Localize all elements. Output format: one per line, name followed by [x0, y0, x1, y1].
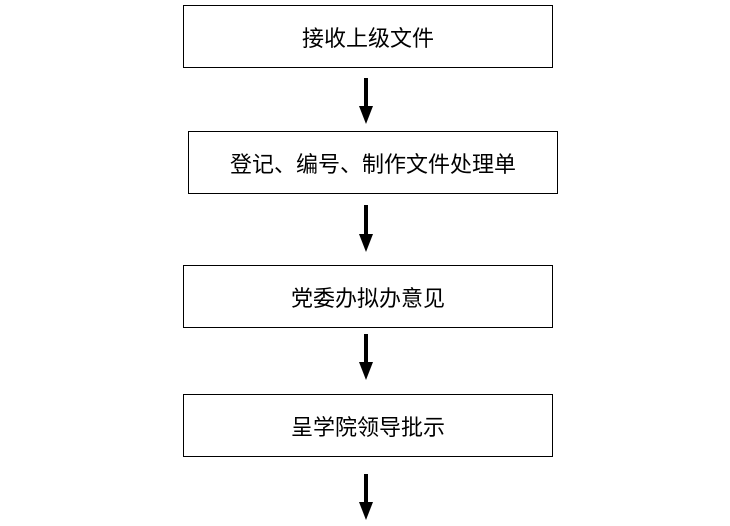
down-arrow-icon	[359, 334, 373, 380]
step-box-receive-documents: 接收上级文件	[183, 5, 553, 68]
down-arrow-icon	[359, 205, 373, 252]
step-label: 呈学院领导批示	[290, 415, 445, 441]
step-label: 登记、编号、制作文件处理单	[229, 152, 516, 178]
step-box-party-office-opinion: 党委办拟办意见	[183, 265, 553, 328]
step-label: 接收上级文件	[301, 26, 434, 52]
step-label: 党委办拟办意见	[290, 286, 445, 312]
down-arrow-icon	[359, 474, 373, 520]
down-arrow-icon	[359, 78, 373, 124]
step-box-register-number: 登记、编号、制作文件处理单	[188, 131, 558, 194]
step-box-leader-approval: 呈学院领导批示	[183, 394, 553, 457]
